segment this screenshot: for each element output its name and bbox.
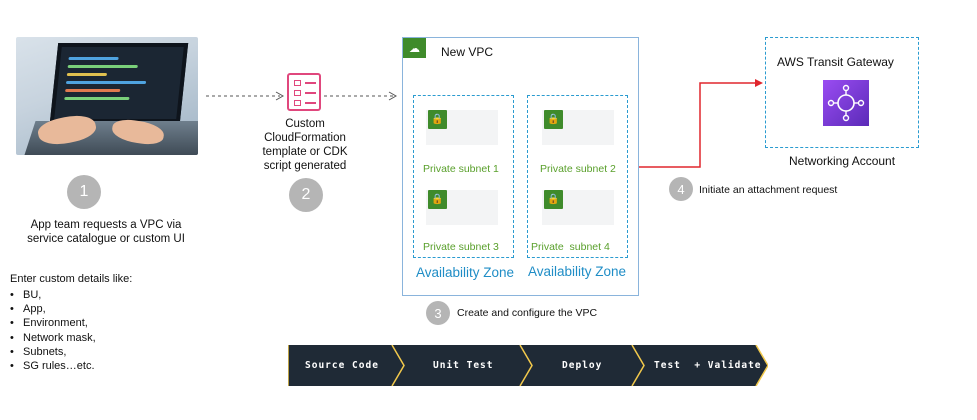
vpc-cloud-icon: ☁ bbox=[403, 38, 426, 58]
step-1-description: App team requests a VPC via service cata… bbox=[27, 219, 185, 245]
cloudformation-template-icon bbox=[287, 73, 321, 111]
transit-gateway-icon bbox=[823, 80, 869, 126]
step-2-description: Custom CloudFormation template or CDK sc… bbox=[262, 118, 348, 172]
step-4-description: Initiate an attachment request bbox=[699, 184, 838, 196]
list-item: Environment, bbox=[10, 316, 96, 330]
details-list: BU, App, Environment, Network mask, Subn… bbox=[10, 288, 96, 373]
step-3-badge: 3 bbox=[426, 301, 450, 325]
padlock-icon: 🔒 bbox=[428, 110, 447, 129]
subnet-3-label: Private subnet 3 bbox=[423, 241, 499, 253]
networking-account-label: Networking Account bbox=[789, 154, 896, 168]
step-2-badge: 2 bbox=[289, 178, 323, 212]
laptop-photo bbox=[16, 37, 198, 155]
step-4-badge: 4 bbox=[669, 177, 693, 201]
pipeline-stage-test-validate: Test + Validate bbox=[654, 360, 762, 371]
step-3-description: Create and configure the VPC bbox=[457, 307, 598, 319]
pipeline: Source Code Unit Test Deploy Test + Vali… bbox=[288, 345, 768, 386]
details-title: Enter custom details like: bbox=[10, 273, 133, 285]
list-item: BU, bbox=[10, 288, 96, 302]
vpc-container bbox=[402, 37, 639, 296]
padlock-icon: 🔒 bbox=[544, 190, 563, 209]
pipeline-stage-unit-test: Unit Test bbox=[433, 360, 494, 371]
pipeline-stage-deploy: Deploy bbox=[562, 360, 603, 371]
subnet-4-label: Private subnet 4 bbox=[531, 241, 610, 253]
padlock-icon: 🔒 bbox=[544, 110, 563, 129]
step-1-badge: 1 bbox=[67, 175, 101, 209]
availability-zone-1 bbox=[413, 95, 514, 258]
transit-gateway-title: AWS Transit Gateway bbox=[777, 55, 894, 69]
availability-zone-2 bbox=[527, 95, 628, 258]
transit-gateway-container bbox=[765, 37, 919, 148]
subnet-1-label: Private subnet 1 bbox=[423, 163, 499, 175]
list-item: SG rules…etc. bbox=[10, 359, 96, 373]
padlock-icon: 🔒 bbox=[428, 190, 447, 209]
vpc-title: New VPC bbox=[441, 45, 494, 59]
list-item: App, bbox=[10, 302, 96, 316]
list-item: Subnets, bbox=[10, 345, 96, 359]
az-label-2: Availability Zone bbox=[528, 264, 627, 279]
subnet-2-label: Private subnet 2 bbox=[540, 163, 616, 175]
pipeline-stage-source-code: Source Code bbox=[305, 360, 379, 371]
az-label-1: Availability Zone bbox=[416, 265, 515, 280]
list-item: Network mask, bbox=[10, 331, 96, 345]
